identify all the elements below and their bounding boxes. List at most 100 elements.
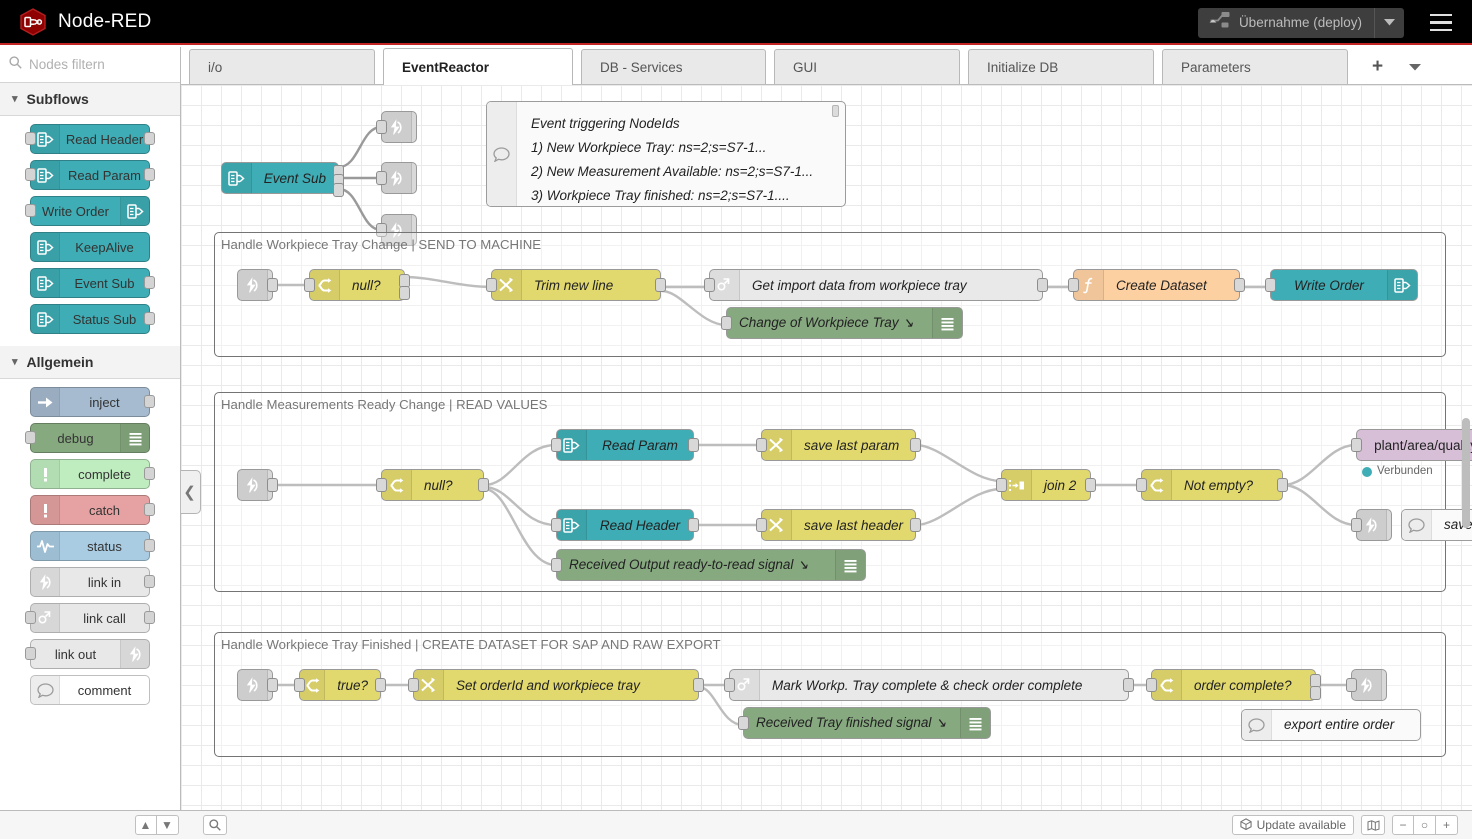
flow-node-trim-new-line[interactable]: Trim new line <box>491 269 661 301</box>
flow-node-read-header[interactable]: Read Header <box>556 509 694 541</box>
node-input-port[interactable] <box>486 278 497 292</box>
deploy-dropdown-chevron-down-icon[interactable] <box>1374 8 1404 38</box>
node-input-port[interactable] <box>1265 278 1276 292</box>
node-input-port[interactable] <box>25 647 36 660</box>
tab-eventreactor[interactable]: EventReactor <box>383 48 573 85</box>
node-output-port[interactable] <box>910 518 921 532</box>
deploy-button[interactable]: Übernahme (deploy) <box>1198 8 1404 38</box>
flow-node-create-dataset[interactable]: Create Dataset <box>1073 269 1240 301</box>
node-output-port[interactable] <box>693 678 704 692</box>
tab-db-services[interactable]: DB - Services <box>581 49 766 84</box>
node-input-port[interactable] <box>25 132 36 145</box>
node-output-port[interactable] <box>333 183 344 197</box>
palette-node-inject[interactable]: inject <box>30 387 150 417</box>
node-output-port[interactable] <box>655 278 666 292</box>
flow-node-plant-area-quality-1411005-raw[interactable]: plant/area/quality/1411005/raw <box>1356 429 1472 461</box>
flow-node-link-out-icon[interactable] <box>1356 509 1392 541</box>
deploy-button-main[interactable]: Übernahme (deploy) <box>1198 8 1374 38</box>
tab-parameters[interactable]: Parameters <box>1162 49 1348 84</box>
node-output-port[interactable] <box>1277 478 1288 492</box>
node-input-port[interactable] <box>376 120 387 134</box>
flow-node-null[interactable]: null? <box>381 469 484 501</box>
node-output-port[interactable] <box>1234 278 1245 292</box>
update-available-button[interactable]: Update available <box>1232 815 1354 835</box>
node-input-port[interactable] <box>551 558 562 572</box>
node-input-port[interactable] <box>294 678 305 692</box>
node-output-port[interactable] <box>144 503 155 516</box>
flow-node-set-orderid-and-workpiece-tray[interactable]: Set orderId and workpiece tray <box>413 669 699 701</box>
flow-node-null[interactable]: null? <box>309 269 405 301</box>
tab-menu-chevron-down-icon[interactable] <box>1409 58 1421 76</box>
node-output-port[interactable] <box>267 278 278 292</box>
node-input-port[interactable] <box>704 278 715 292</box>
node-input-port[interactable] <box>1136 478 1147 492</box>
node-input-port[interactable] <box>721 316 732 330</box>
node-output-port[interactable] <box>144 168 155 181</box>
flow-node-read-param[interactable]: Read Param <box>556 429 694 461</box>
zoom-in-button[interactable]: + <box>1436 815 1458 835</box>
navigator-map-icon[interactable] <box>1361 815 1385 835</box>
tab-i-o[interactable]: i/o <box>189 49 375 84</box>
node-output-port[interactable] <box>144 611 155 624</box>
palette-node-read-header[interactable]: Read Header <box>30 124 150 154</box>
palette-node-link-out[interactable]: link out <box>30 639 150 669</box>
flow-node-link-in-icon[interactable] <box>237 469 273 501</box>
tab-gui[interactable]: GUI <box>774 49 960 84</box>
node-input-port[interactable] <box>724 678 735 692</box>
palette-node-debug[interactable]: debug <box>30 423 150 453</box>
palette-node-keepalive[interactable]: KeepAlive <box>30 232 150 262</box>
node-output-port[interactable] <box>1037 278 1048 292</box>
flow-node-received-output-ready-to-read-signal[interactable]: Received Output ready-to-read signal ↘ <box>556 549 866 581</box>
node-output-port[interactable] <box>144 132 155 145</box>
flow-node-received-tray-finished-signal[interactable]: Received Tray finished signal ↘ <box>743 707 991 739</box>
node-output-port[interactable] <box>1085 478 1096 492</box>
palette-node-link-in[interactable]: link in <box>30 567 150 597</box>
flow-node-order-complete[interactable]: order complete? <box>1151 669 1316 701</box>
palette-category-subflows[interactable]: ▾Subflows <box>0 83 180 116</box>
flow-node-write-order[interactable]: Write Order <box>1270 269 1418 301</box>
flow-node-link-in-icon[interactable] <box>237 269 273 301</box>
comment-node-export-entire-order[interactable]: export entire order <box>1241 709 1421 741</box>
node-input-port[interactable] <box>376 171 387 185</box>
node-input-port[interactable] <box>25 431 36 444</box>
flow-node-not-empty[interactable]: Not empty? <box>1141 469 1283 501</box>
node-input-port[interactable] <box>551 518 562 532</box>
node-output-port[interactable] <box>688 438 699 452</box>
node-output-port[interactable] <box>375 678 386 692</box>
flow-node-get-import-data-from-workpiece-tray[interactable]: Get import data from workpiece tray <box>709 269 1043 301</box>
search-icon[interactable] <box>203 815 227 835</box>
node-input-port[interactable] <box>408 678 419 692</box>
palette-node-event-sub[interactable]: Event Sub <box>30 268 150 298</box>
palette-node-link-call[interactable]: link call <box>30 603 150 633</box>
node-input-port[interactable] <box>756 518 767 532</box>
node-output-port[interactable] <box>267 678 278 692</box>
flow-canvas-wrapper[interactable]: Event SubEvent triggering NodeIds1) New … <box>181 85 1472 810</box>
node-input-port[interactable] <box>756 438 767 452</box>
node-input-port[interactable] <box>996 478 1007 492</box>
node-output-port[interactable] <box>144 312 155 325</box>
node-output-port[interactable] <box>478 478 489 492</box>
flow-node-link-out-icon[interactable] <box>381 111 417 143</box>
canvas-scrollbar-thumb[interactable] <box>1462 418 1470 528</box>
palette-search-box[interactable]: Nodes filtern <box>0 47 180 83</box>
node-input-port[interactable] <box>1068 278 1079 292</box>
palette-node-write-order[interactable]: Write Order <box>30 196 150 226</box>
palette-node-catch[interactable]: catch <box>30 495 150 525</box>
flow-node-link-out-icon[interactable] <box>381 162 417 194</box>
node-input-port[interactable] <box>304 278 315 292</box>
node-output-port[interactable] <box>144 575 155 588</box>
zoom-out-button[interactable]: − <box>1392 815 1414 835</box>
node-input-port[interactable] <box>376 478 387 492</box>
node-output-port[interactable] <box>144 467 155 480</box>
node-input-port[interactable] <box>25 611 36 624</box>
node-input-port[interactable] <box>1351 438 1362 452</box>
palette-node-complete[interactable]: complete <box>30 459 150 489</box>
palette-node-comment[interactable]: comment <box>30 675 150 705</box>
chevrons-up-icon[interactable]: ▲ <box>135 815 157 835</box>
node-input-port[interactable] <box>25 204 36 217</box>
zoom-reset-button[interactable]: ○ <box>1414 815 1436 835</box>
flow-node-save-last-param[interactable]: save last param <box>761 429 916 461</box>
node-input-port[interactable] <box>1146 678 1157 692</box>
palette-collapse-chevron-left-icon[interactable]: ❮ <box>181 470 201 514</box>
palette-node-status[interactable]: status <box>30 531 150 561</box>
